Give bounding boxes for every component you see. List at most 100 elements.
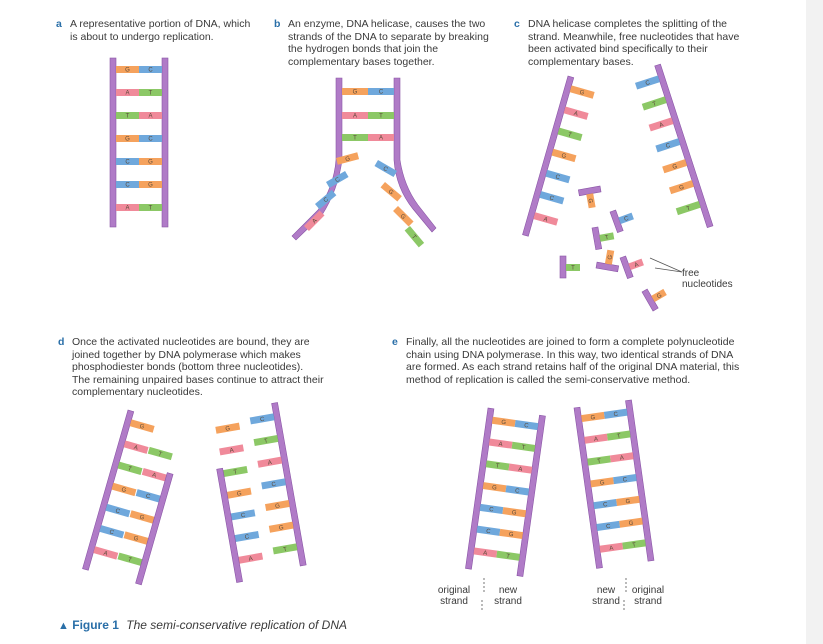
base-letter: G [125,68,130,74]
base-letter: T [233,469,238,476]
rung-right-base [606,430,631,441]
base-letter: C [515,488,521,495]
base-letter: A [353,114,357,120]
base-letter: C [271,482,277,489]
rung-left-base [491,416,516,427]
base-letter: C [244,534,250,541]
base-letter: A [125,91,129,97]
base-letter: G [590,415,596,422]
rung-right-base [139,66,162,73]
base-A [238,552,264,564]
base-T [599,232,615,242]
base-letter: C [148,68,153,74]
panel-d-caption: d Once the activated nucleotides are bou… [58,336,362,399]
unpaired-base-left: C [326,171,349,189]
base-G [123,531,149,545]
base-letter: T [353,136,357,142]
rung-left-base [342,134,368,141]
base-G [215,422,241,434]
base-T [404,226,425,248]
base-T [641,96,667,111]
base-C [249,413,275,425]
base-C [99,525,125,539]
page-margin-bar [806,0,823,644]
rung-left-base [116,204,139,211]
base-letter: C [665,143,672,150]
unpaired-base-left: C [315,189,337,210]
base-T [253,434,279,447]
base-letter: G [579,90,585,97]
base-A [123,440,149,454]
base-C [105,503,131,518]
base-T [557,127,583,141]
panel-b-caption: b An enzyme, DNA helicase, causes the tw… [274,18,513,68]
base-C [374,160,398,178]
left-backbone [522,75,575,237]
base-C [655,138,681,153]
base-letter: C [148,137,153,143]
base-letter: A [609,546,614,553]
base-letter: A [659,122,665,129]
base-letter: G [679,185,686,192]
base-A [219,444,244,456]
base-letter: A [148,114,152,120]
panel-b-text: An enzyme, DNA helicase, causes the two … [288,18,489,68]
base-letter: T [264,438,269,445]
rung-left-base [587,455,611,466]
base-letter: T [157,451,162,458]
base-letter: G [511,510,517,517]
base-letter: A [248,556,253,563]
original-strand-left-text: original strand [437,585,471,607]
base-A [628,258,644,271]
new-strand-right-text: new strand [592,585,620,607]
panel-a-label: a [56,18,62,30]
base-letter: C [125,183,130,189]
base-letter: A [543,217,549,224]
new-strand-right: new strand [588,585,624,607]
base-letter: C [489,507,495,514]
base-T [222,466,248,478]
rung-left-base [599,542,624,553]
rung-right-base [139,112,162,119]
triangle-icon: ▲ [58,620,69,632]
base-C [634,75,660,90]
base-G [651,288,667,302]
base-letter: A [151,472,157,479]
base-letter: G [492,485,498,492]
unpaired-base-left: G [336,152,360,165]
rung-left-base [116,181,139,188]
base-letter: A [620,455,625,462]
base-letter: G [121,487,127,494]
base-letter: C [260,417,266,424]
base-T [675,201,701,216]
base-letter: A [379,136,383,142]
base-A [141,467,167,482]
base-A [533,212,559,226]
rung-right-base [505,485,530,496]
rung-right-base [508,463,533,474]
free-nucleotide: G [595,249,620,273]
base-letter: T [379,114,383,120]
base-letter: T [632,542,637,548]
rung-left-base [593,499,618,510]
figure-caption: ▲ Figure 1 The semi-conservative replica… [58,618,347,632]
figure-label: Figure 1 [72,618,119,632]
rung-left-base [116,112,139,119]
base-letter: G [387,189,395,197]
base-C [539,191,565,205]
base-letter: G [148,160,153,166]
base-letter: C [145,493,151,500]
base-G [586,193,596,209]
panel-c-text: DNA helicase completes the splitting of … [528,18,740,68]
free-nucleotide: T [559,255,580,279]
base-letter: C [645,80,652,87]
left-backbone [109,57,117,228]
base-letter: G [125,137,130,143]
base-letter: T [686,206,692,213]
base-G [668,180,694,195]
base-G [380,182,402,202]
